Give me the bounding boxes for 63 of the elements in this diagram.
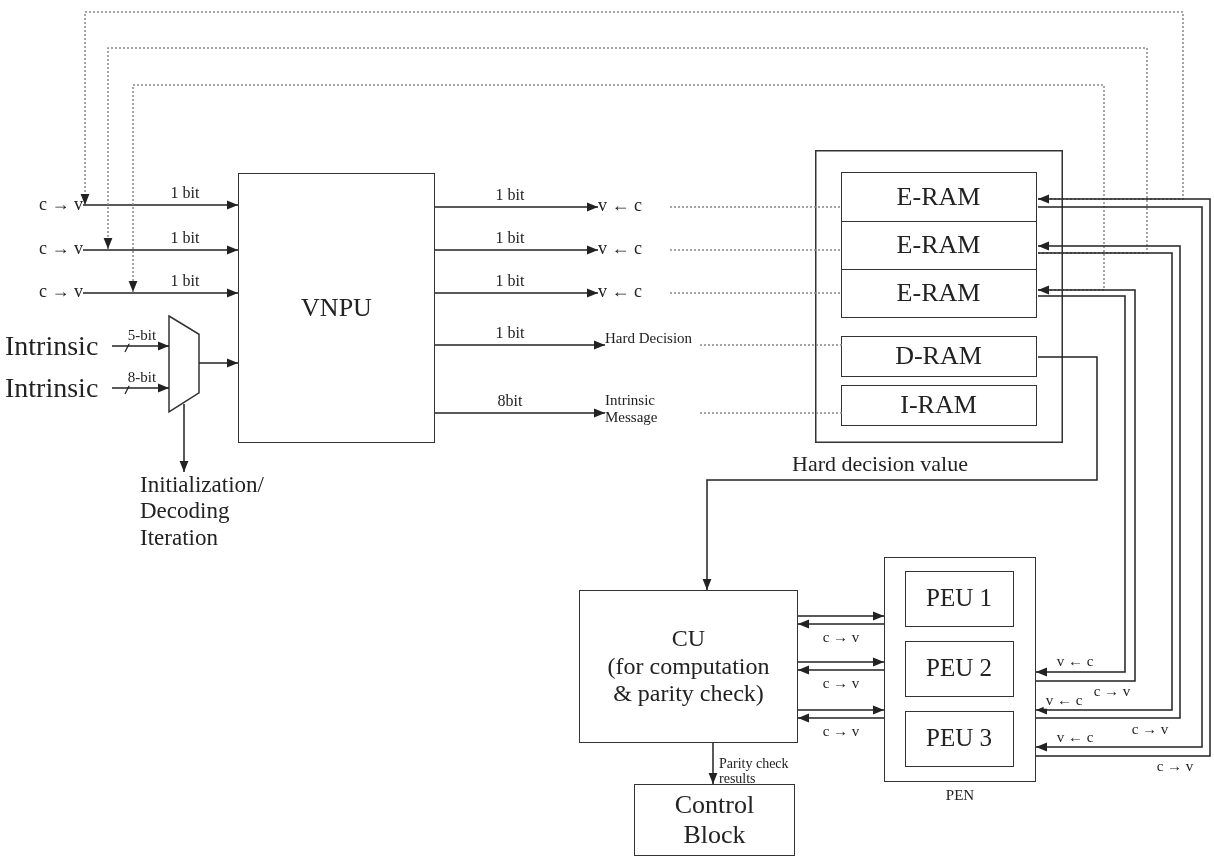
block-box bbox=[840, 335, 1037, 377]
arrow bbox=[111, 341, 170, 351]
dotted-connector bbox=[80, 11, 1184, 206]
dotted-connector bbox=[699, 344, 843, 346]
arrow bbox=[797, 665, 885, 675]
signal-label: v ← c bbox=[598, 281, 670, 305]
block-label: I-RAM bbox=[900, 390, 977, 420]
arrow bbox=[708, 742, 718, 785]
arrow bbox=[179, 403, 189, 473]
block-label: (for computation & parity check) bbox=[606, 652, 771, 708]
block-label: Control Block bbox=[673, 790, 756, 850]
arrow bbox=[434, 288, 599, 298]
signal-label: v ← c bbox=[598, 238, 670, 262]
block-box bbox=[238, 173, 435, 443]
signal-label: Hard Decision bbox=[605, 330, 700, 376]
block-label: E-RAM bbox=[896, 278, 981, 308]
block-box bbox=[840, 268, 1037, 318]
block-label: E-RAM bbox=[896, 181, 981, 212]
dotted-connector bbox=[669, 292, 843, 294]
block-box bbox=[634, 784, 795, 856]
block-label: E-RAM bbox=[896, 230, 981, 260]
arrow bbox=[82, 245, 239, 255]
block-label: PEN bbox=[944, 787, 976, 805]
block-label: PEU 1 bbox=[926, 584, 992, 613]
dotted-connector bbox=[669, 249, 843, 251]
block-box bbox=[904, 710, 1014, 767]
block-box bbox=[840, 220, 1037, 270]
arrow bbox=[797, 619, 885, 629]
arrow bbox=[797, 713, 885, 723]
block-label: CU bbox=[671, 625, 706, 653]
block-label: PEU 3 bbox=[926, 724, 992, 753]
block-box bbox=[840, 171, 1037, 222]
arrow bbox=[434, 202, 599, 212]
dotted-connector bbox=[699, 412, 843, 414]
signal-label: Intrinsic bbox=[5, 372, 112, 406]
arrow bbox=[797, 705, 885, 715]
block-box bbox=[579, 590, 798, 743]
signal-label: Intrinsic bbox=[5, 330, 112, 364]
block-label: VNPU bbox=[301, 293, 372, 323]
signal-label: v ← c bbox=[598, 195, 670, 219]
signal-label: c → v bbox=[5, 238, 83, 262]
block-box bbox=[840, 384, 1037, 426]
arrow bbox=[702, 356, 1098, 591]
dotted-connector bbox=[128, 84, 1105, 293]
arrow bbox=[434, 245, 599, 255]
block-label: D-RAM bbox=[895, 341, 982, 371]
arrow bbox=[797, 611, 885, 621]
arrow bbox=[434, 408, 606, 418]
arrow bbox=[797, 657, 885, 667]
edge-label: Parity check results bbox=[718, 756, 790, 787]
arrow bbox=[111, 383, 170, 393]
signal-label: c → v bbox=[5, 194, 83, 218]
arrow bbox=[434, 340, 606, 350]
arrow bbox=[198, 358, 239, 368]
block-label: PEU 2 bbox=[926, 654, 992, 683]
signal-label: c → v bbox=[5, 281, 83, 305]
signal-label: Intrinsic Message bbox=[605, 392, 700, 442]
block-box bbox=[904, 640, 1014, 697]
arrow bbox=[82, 288, 239, 298]
signal-label: Initialization/ Decoding Iteration bbox=[140, 472, 312, 556]
block-box bbox=[904, 570, 1014, 627]
arrow bbox=[82, 200, 239, 210]
dotted-connector bbox=[669, 206, 843, 208]
